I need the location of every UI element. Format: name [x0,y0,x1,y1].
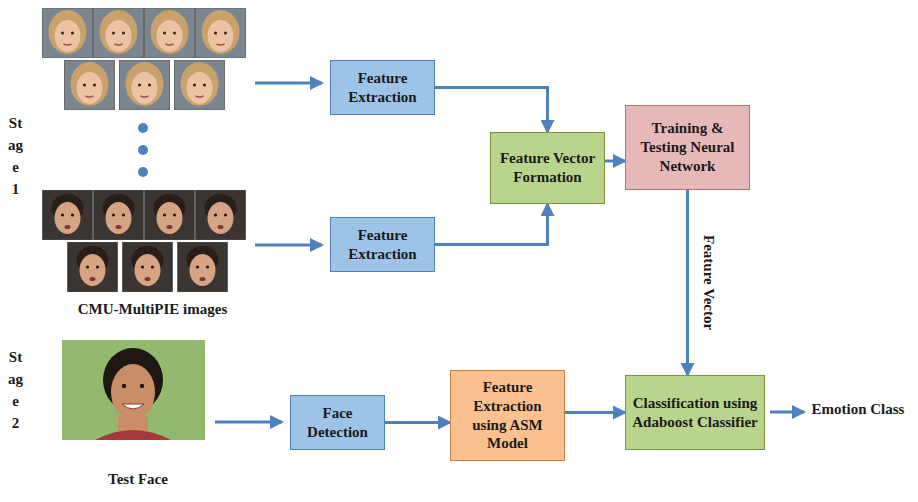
flow-arrow [686,190,689,375]
box-text: Feature Vector Formation [497,149,598,187]
flow-arrow [385,421,450,424]
box-text: Face Detection [297,404,378,442]
flow-arrow [435,204,548,245]
process-box: Feature Extraction [330,60,435,115]
box-text: Classification using Adaboost Classifier [632,394,758,432]
box-text: Training & Testing Neural Network [632,119,743,175]
classifier-box: Classification using Adaboost Classifier [625,375,765,450]
process-box: Feature Extraction using ASM Model [450,370,565,461]
process-box: Training & Testing Neural Network [625,105,750,190]
box-text: Feature Extraction using ASM Model [457,378,558,453]
output-label: Emotion Class [810,400,906,419]
image-caption: Test Face [58,470,218,489]
flow-arrow [435,88,548,133]
process-box: Face Detection [290,395,385,450]
edge-label: Feature Vector [700,233,718,332]
stage-label: Stage 2 [8,346,23,434]
process-box: Feature Extraction [330,217,435,272]
box-text: Feature Extraction [337,69,428,107]
box-text: Feature Extraction [337,226,428,264]
stage-label: Stage 1 [8,112,23,200]
flow-arrow [565,411,625,414]
process-box: Feature Vector Formation [490,132,605,204]
dataset-caption: CMU-MultiPIE images [40,300,265,319]
flow-arrow [605,160,625,163]
